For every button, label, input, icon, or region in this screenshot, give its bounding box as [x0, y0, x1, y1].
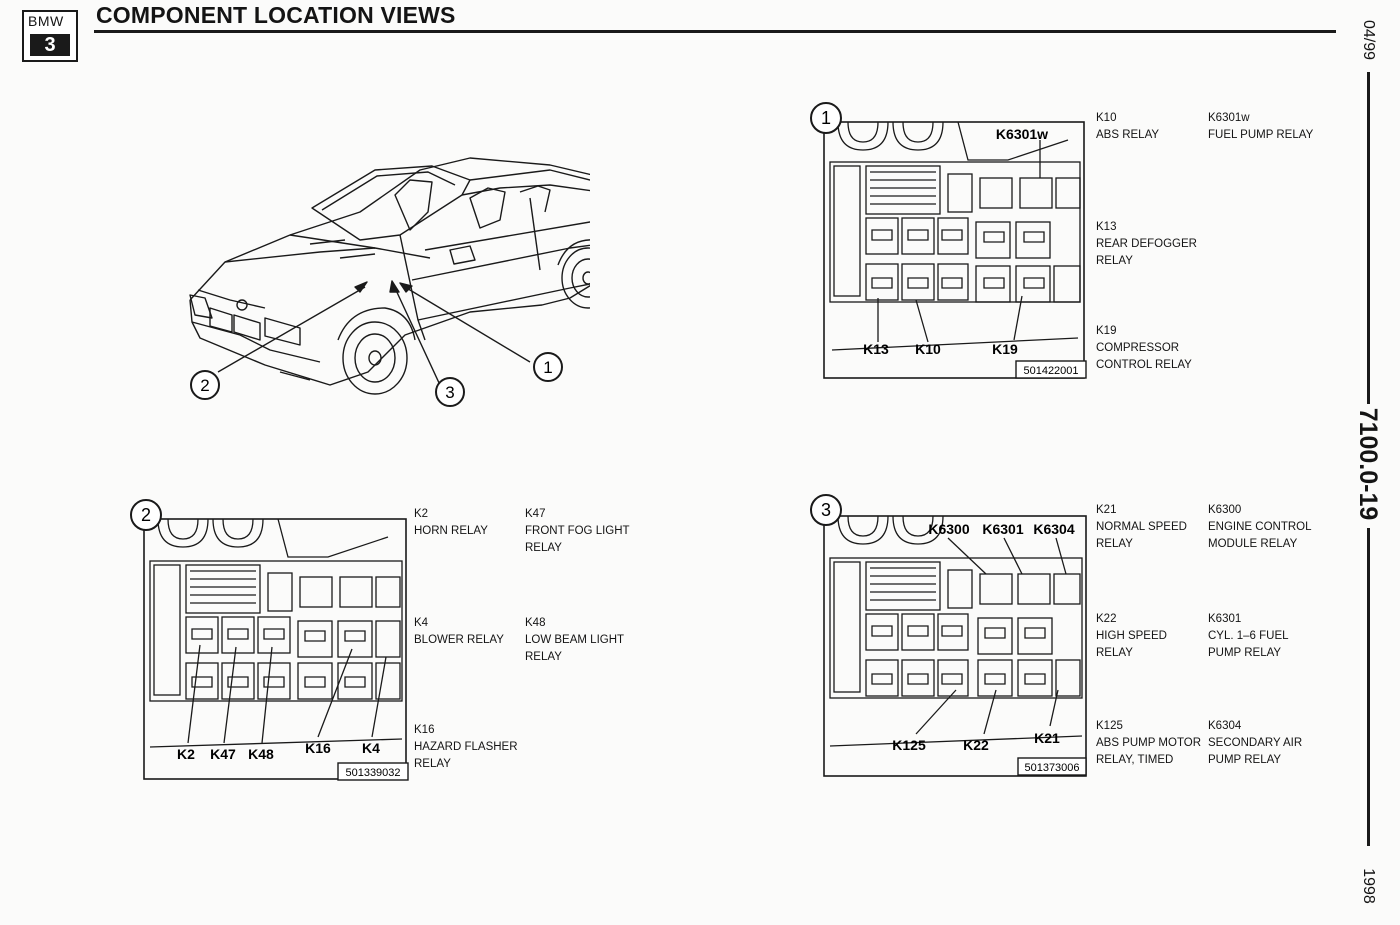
margin-date: 04/99 [1360, 19, 1377, 61]
part-number: 501422001 [1023, 365, 1078, 377]
margin-page-ref: 7100.0-19 [1354, 407, 1382, 521]
svg-text:1: 1 [821, 108, 831, 128]
svg-text:2: 2 [200, 376, 209, 395]
callout-K48: K48 [248, 746, 274, 762]
callout-K2: K2 [177, 746, 195, 762]
callout-K16: K16 [305, 740, 331, 756]
callout-K6304: K6304 [1033, 521, 1074, 537]
title-rule [94, 30, 1336, 33]
callout-K22: K22 [963, 737, 989, 753]
view-callout: 2 [130, 499, 162, 531]
callout-K6301: K6301 [982, 521, 1023, 537]
callout-K4: K4 [362, 740, 380, 756]
callout-K125: K125 [892, 737, 926, 753]
callout-K6301w: K6301w [996, 126, 1048, 142]
logo-series: 3 [30, 34, 70, 56]
car-callout: 3 [435, 377, 465, 407]
view-callout: 3 [810, 494, 842, 526]
car-callout: 1 [533, 352, 563, 382]
car-illustration: 1 2 3 [189, 157, 590, 407]
part-number: 501373006 [1024, 762, 1079, 774]
view-callout: 1 [810, 102, 842, 134]
bmw-3-series-logo: BMW 3 [22, 10, 78, 62]
margin-rule [1367, 528, 1370, 846]
margin-rule [1367, 72, 1370, 404]
callout-K47: K47 [210, 746, 236, 762]
part-number: 501339032 [345, 767, 400, 779]
svg-text:3: 3 [821, 500, 831, 520]
relay-box-view-3: 3 K6300 K6301 K6304 K125 K22 K21 5013730… [810, 494, 1087, 777]
callout-K13: K13 [863, 341, 889, 357]
svg-text:1: 1 [543, 358, 552, 377]
callout-K10: K10 [915, 341, 941, 357]
logo-brand: BMW [28, 13, 64, 29]
page-title: COMPONENT LOCATION VIEWS [96, 2, 456, 28]
relay-box-view-1: 1 K6301w K13 K10 K19 501422001 [810, 102, 1087, 379]
relay-box-view-2: 2 K2 K47 K48 K16 K4 501339032 [130, 499, 409, 781]
car-callout: 2 [190, 370, 220, 400]
callout-K6300: K6300 [928, 521, 969, 537]
svg-text:3: 3 [445, 383, 454, 402]
callout-K19: K19 [992, 341, 1018, 357]
svg-text:2: 2 [141, 505, 151, 525]
callout-K21: K21 [1034, 730, 1060, 746]
margin-year: 1998 [1360, 868, 1377, 904]
